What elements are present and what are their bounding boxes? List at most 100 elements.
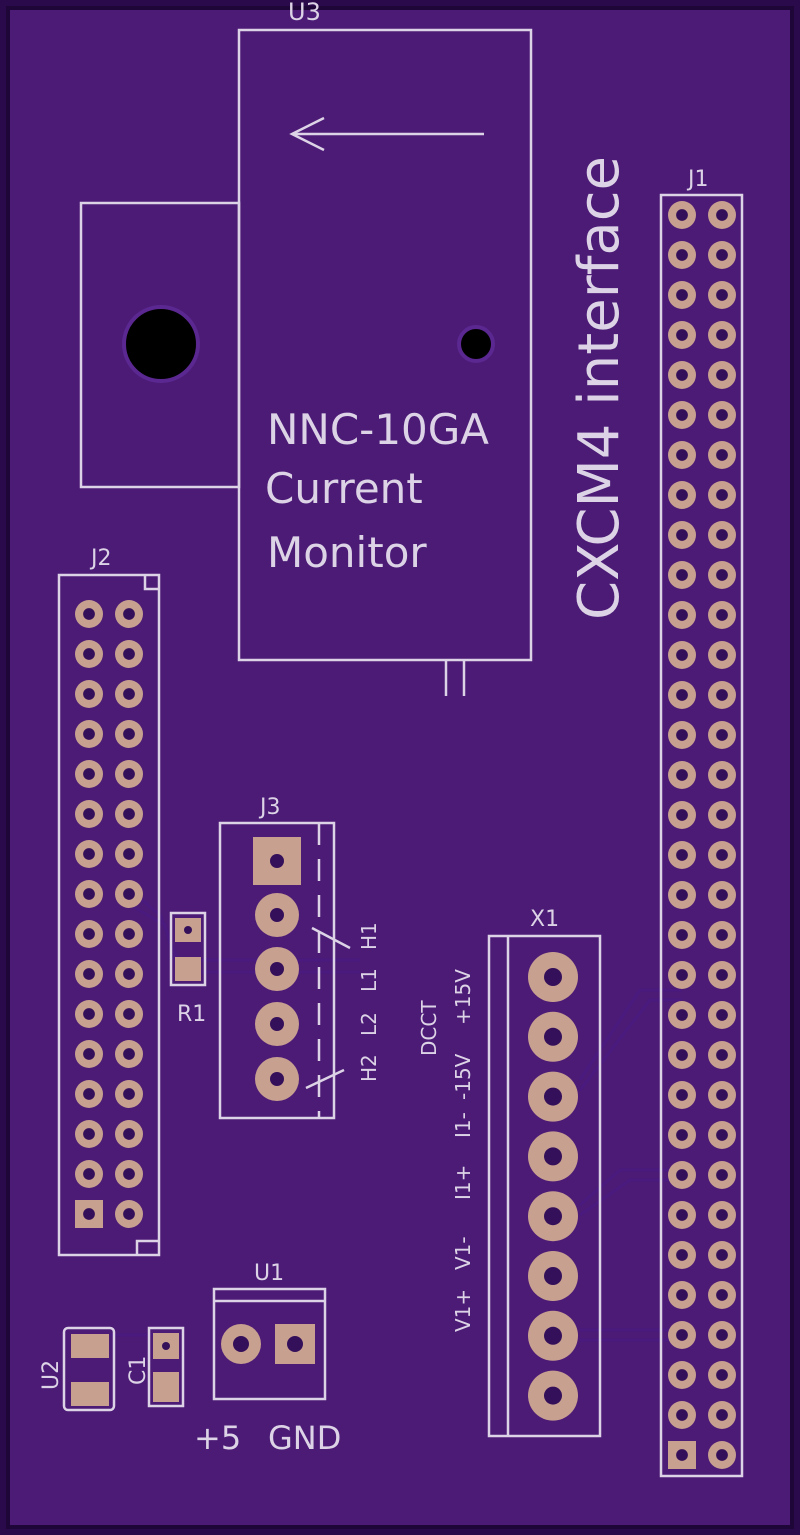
j1-pin-7-1 <box>668 441 696 469</box>
x1-label-i1-plus: I1+ <box>451 1165 475 1200</box>
j1-pin-24-2 <box>708 1121 736 1149</box>
r1-ref: R1 <box>177 1002 206 1027</box>
j1-pin-14-2 <box>708 721 736 749</box>
j1-pin-6-2 <box>708 401 736 429</box>
j1-pin-25-1 <box>668 1161 696 1189</box>
j1-pin-15-1 <box>668 761 696 789</box>
j1-pin-30-1 <box>668 1361 696 1389</box>
j3-ref: J3 <box>258 795 281 820</box>
j3-pin-5 <box>255 1057 299 1101</box>
x1-pin-4 <box>528 1131 578 1182</box>
j1-pin-31-2 <box>708 1401 736 1429</box>
j2-pin-11-1 <box>75 1000 103 1028</box>
j2-pin-13-2 <box>115 1080 143 1108</box>
x1-pin-7 <box>528 1310 578 1361</box>
j2-pin-1-1 <box>75 600 103 628</box>
j2-header: J2 <box>57 546 161 1257</box>
j1-pin-3-1 <box>668 281 696 309</box>
j1-header: J1 <box>659 167 744 1478</box>
j2-pin-13-1 <box>75 1080 103 1108</box>
x1-dcct-connector: X1 DCCT +15V -15V I1- I1+ V1- V1+ <box>417 907 602 1438</box>
j2-pin-12-1 <box>75 1040 103 1068</box>
j1-pin-29-2 <box>708 1321 736 1349</box>
j1-pin-27-2 <box>708 1241 736 1269</box>
u2-component: U2 <box>39 1326 116 1412</box>
u3-line3: Monitor <box>267 528 427 577</box>
j1-pin-30-2 <box>708 1361 736 1389</box>
j1-pin-11-1 <box>668 601 696 629</box>
j2-pin-15-1 <box>75 1160 103 1188</box>
r1-resistor: R1 <box>169 911 206 1027</box>
j3-pin-3 <box>255 947 299 991</box>
j2-pin-9-1 <box>75 920 103 948</box>
j1-pin-5-1 <box>668 361 696 389</box>
j1-pin-27-1 <box>668 1241 696 1269</box>
j2-pin-5-2 <box>115 760 143 788</box>
j1-pin-26-2 <box>708 1201 736 1229</box>
j1-pin-4-2 <box>708 321 736 349</box>
j1-pin-6-1 <box>668 401 696 429</box>
j2-pin-8-2 <box>115 880 143 908</box>
j1-pin-10-2 <box>708 561 736 589</box>
j2-pin-14-2 <box>115 1120 143 1148</box>
j2-pin-8-1 <box>75 880 103 908</box>
j1-pin-13-2 <box>708 681 736 709</box>
j1-pin-29-1 <box>668 1321 696 1349</box>
j2-pin-2-2 <box>115 640 143 668</box>
j2-pin-10-2 <box>115 960 143 988</box>
j2-pin-15-2 <box>115 1160 143 1188</box>
j2-pin-6-2 <box>115 800 143 828</box>
x1-pin-8 <box>528 1370 578 1421</box>
x1-label-v1-minus: V1- <box>451 1236 475 1270</box>
x1-pin-5 <box>528 1191 578 1242</box>
u1-label-gnd: GND <box>268 1419 341 1457</box>
j1-pin-2-1 <box>668 241 696 269</box>
j1-pin-5-2 <box>708 361 736 389</box>
j1-pin-1-2 <box>708 201 736 229</box>
j1-pin-13-1 <box>668 681 696 709</box>
j2-pin-7-2 <box>115 840 143 868</box>
u3-current-monitor: U3 NNC-10GA Current Monitor <box>79 0 533 696</box>
j1-pin-28-2 <box>708 1281 736 1309</box>
j3-pin-2 <box>255 893 299 937</box>
u1-label-plus5: +5 <box>194 1419 241 1457</box>
j1-pin-18-1 <box>668 881 696 909</box>
x1-pin-6 <box>528 1251 578 1301</box>
j2-pin-11-2 <box>115 1000 143 1028</box>
j1-pin-22-1 <box>668 1041 696 1069</box>
j2-pin-9-2 <box>115 920 143 948</box>
j1-pin-28-1 <box>668 1281 696 1309</box>
j1-pin-32-1 <box>668 1441 696 1469</box>
j1-ref: J1 <box>686 167 709 192</box>
j2-pin-5-1 <box>75 760 103 788</box>
x1-label-i1-minus: I1- <box>451 1112 475 1138</box>
j2-pin-4-1 <box>75 720 103 748</box>
j1-pin-19-1 <box>668 921 696 949</box>
x1-pin-1 <box>528 952 578 1002</box>
u3-mounting-hole-small <box>457 325 495 363</box>
j1-pin-9-1 <box>668 521 696 549</box>
j3-terminal: J3 H1 L1 L2 H2 <box>218 795 381 1120</box>
x1-ref: X1 <box>530 907 559 932</box>
j1-pin-18-2 <box>708 881 736 909</box>
j1-pin-10-1 <box>668 561 696 589</box>
x1-pin-3 <box>528 1071 578 1122</box>
x1-label-v1-plus: V1+ <box>451 1289 475 1332</box>
u3-current-direction-arrow-icon <box>289 116 484 152</box>
j1-pin-2-2 <box>708 241 736 269</box>
u3-mounting-hole-large <box>122 305 200 383</box>
j1-pin-11-2 <box>708 601 736 629</box>
j1-pin-26-1 <box>668 1201 696 1229</box>
x1-label-plus15v: +15V <box>451 969 475 1025</box>
j3-label-l2: L2 <box>357 1012 381 1036</box>
j1-pin-7-2 <box>708 441 736 469</box>
j2-pin-14-1 <box>75 1120 103 1148</box>
j1-pin-8-2 <box>708 481 736 509</box>
j1-pin-8-1 <box>668 481 696 509</box>
c1-ref: C1 <box>126 1356 151 1385</box>
u3-line1: NNC-10GA <box>267 405 489 454</box>
j2-pin-7-1 <box>75 840 103 868</box>
j1-pin-32-2 <box>708 1441 736 1469</box>
j2-pin-16-1 <box>75 1200 103 1228</box>
